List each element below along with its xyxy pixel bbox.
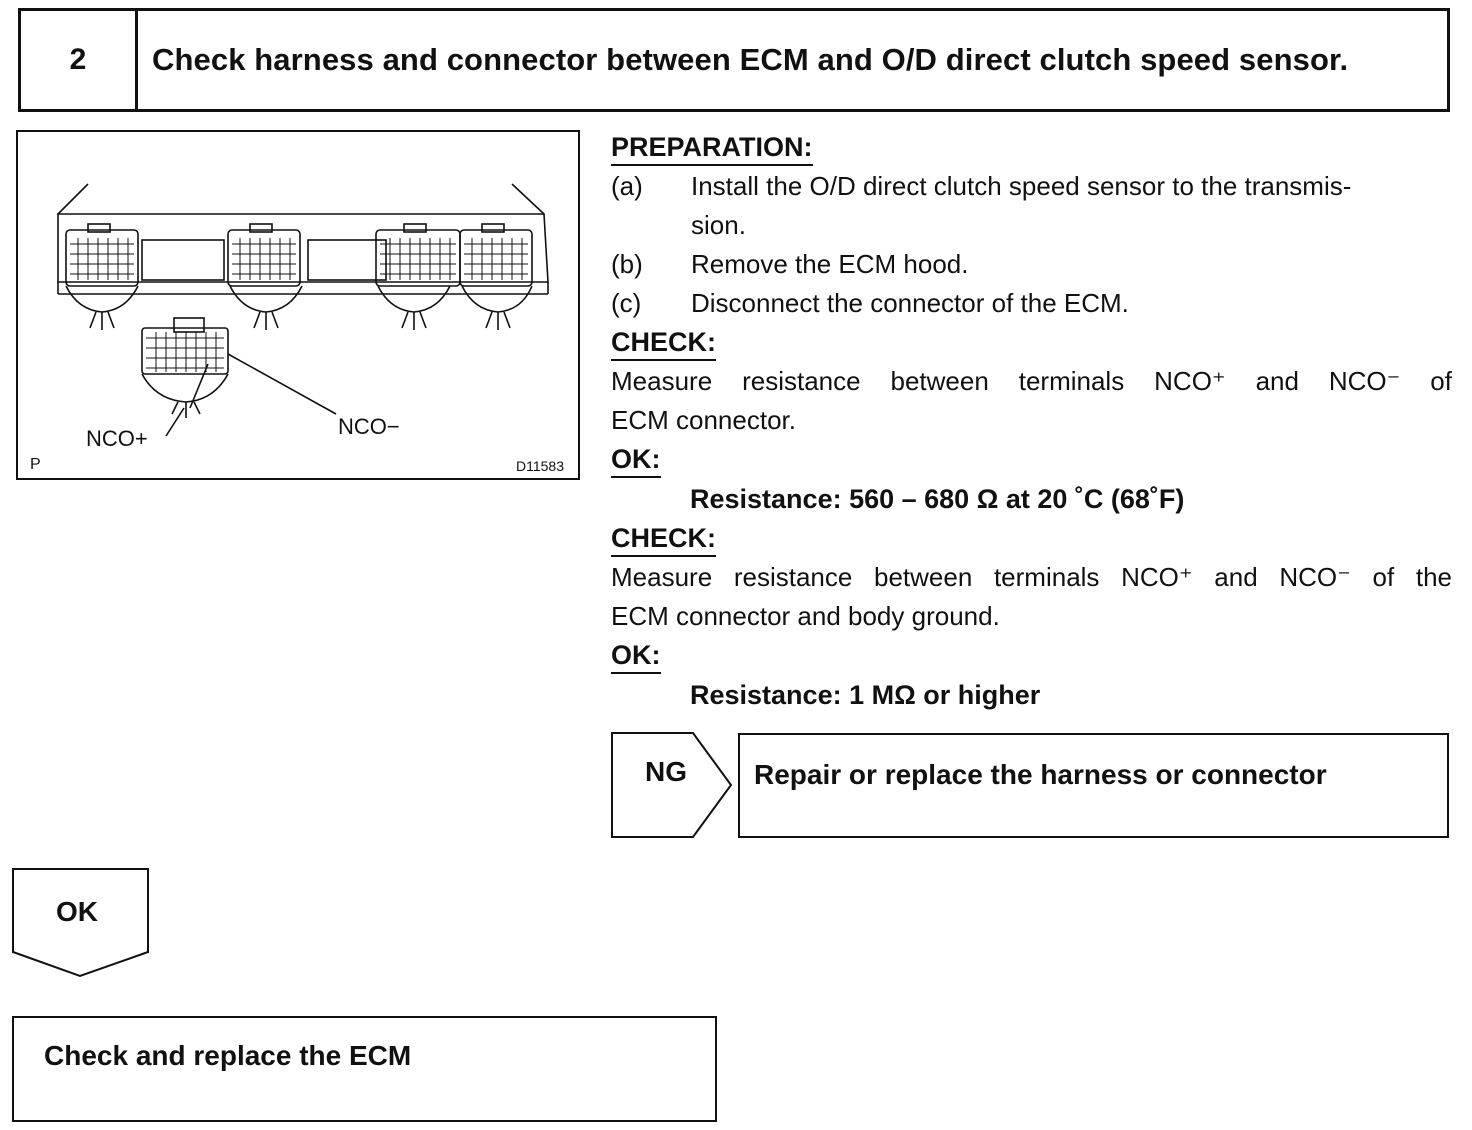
- ok1-spec: Resistance: 560 – 680 Ω at 20 ˚C (68˚F): [690, 484, 1185, 514]
- check2-heading: CHECK:: [611, 519, 716, 558]
- label-nco-plus: NCO+: [86, 426, 148, 451]
- connector-illustration: NCO+ NCO− P D11583: [16, 130, 580, 480]
- ok-label: OK: [56, 896, 98, 927]
- check1-line1: Measure resistance between terminals NCO…: [611, 366, 1452, 396]
- ng-arrow-shape: [611, 732, 733, 838]
- ng-action-text: Repair or replace the harness or connect…: [754, 759, 1327, 790]
- ok-branch-arrow: OK: [12, 868, 152, 985]
- check1-line2: ECM connector.: [611, 405, 796, 435]
- ng-action-box: Repair or replace the harness or connect…: [738, 733, 1449, 838]
- check2-line1: Measure resistance between terminals NCO…: [611, 562, 1452, 592]
- check2-line2: ECM connector and body ground.: [611, 601, 1000, 631]
- figure-corner-letter: P: [30, 456, 41, 473]
- ng-label: NG: [645, 756, 687, 787]
- ok2-spec: Resistance: 1 MΩ or higher: [690, 680, 1041, 710]
- step-number: 2: [21, 11, 138, 109]
- ecm-connector-drawing: [57, 183, 549, 437]
- figure-code: D11583: [516, 458, 565, 474]
- step-header: 2 Check harness and connector between EC…: [18, 8, 1450, 112]
- ok1-heading: OK:: [611, 440, 661, 479]
- ok-action-box: Check and replace the ECM: [12, 1016, 717, 1122]
- ok2-heading: OK:: [611, 636, 661, 675]
- ok-arrow-shape: [12, 868, 149, 978]
- ok-action-text: Check and replace the ECM: [44, 1040, 412, 1071]
- preparation-heading: PREPARATION:: [611, 128, 813, 167]
- check1-heading: CHECK:: [611, 323, 716, 362]
- ng-branch-arrow: NG: [611, 732, 735, 845]
- step-title: Check harness and connector between ECM …: [152, 42, 1349, 77]
- label-nco-minus: NCO−: [338, 414, 400, 439]
